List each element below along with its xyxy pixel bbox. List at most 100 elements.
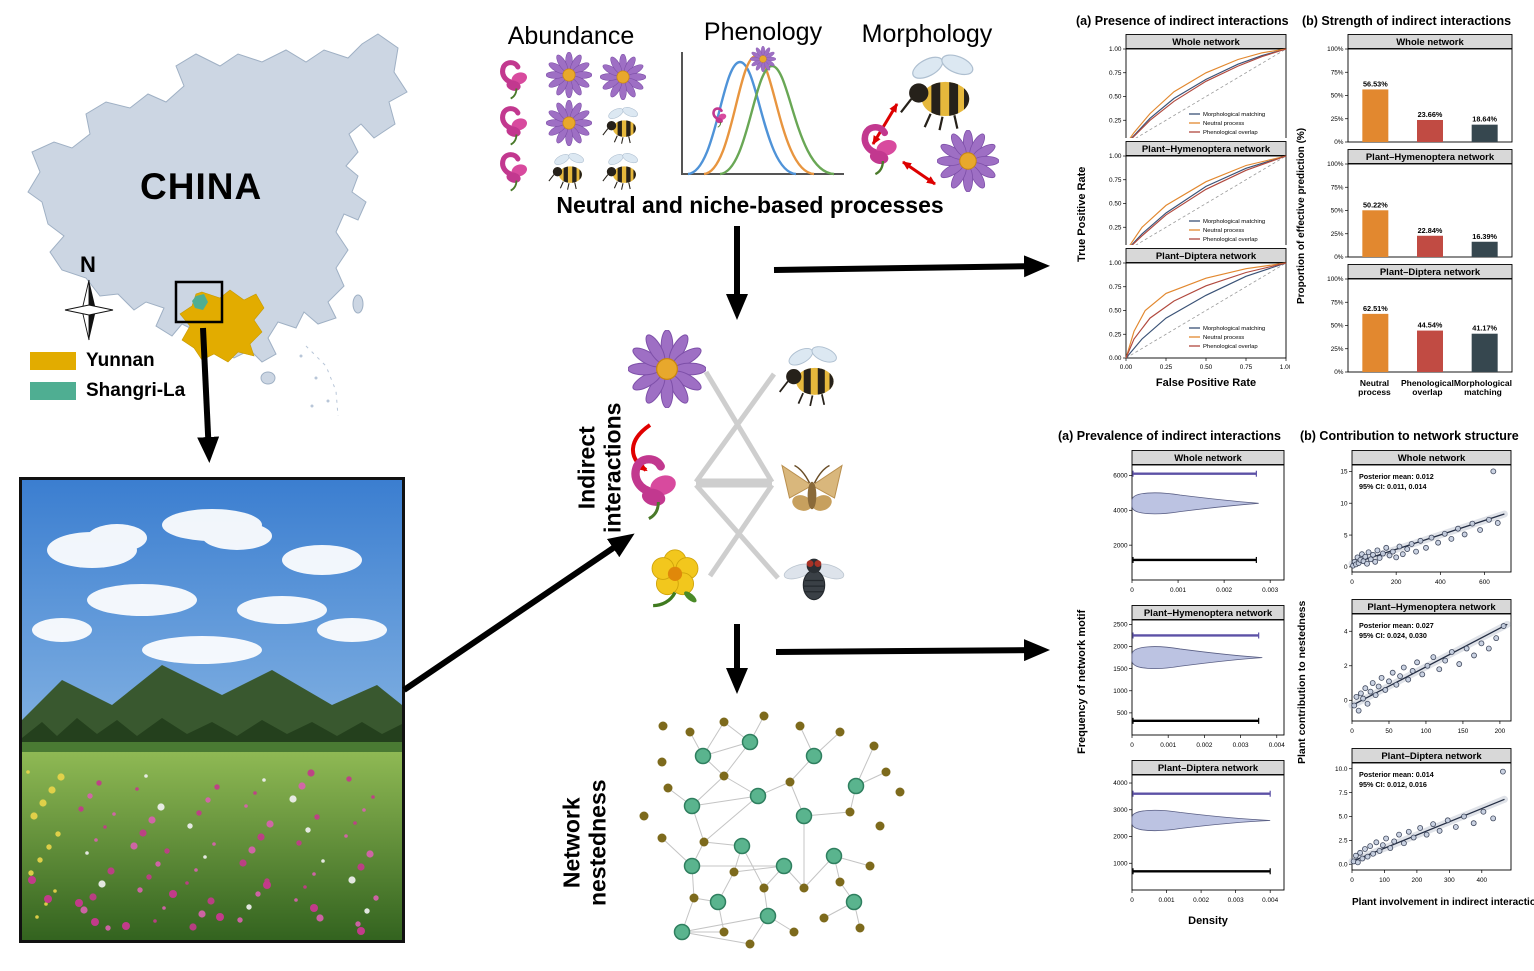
svg-text:50%: 50% [1331,93,1344,100]
svg-text:0.50: 0.50 [1109,201,1122,208]
abundance-header: Abundance [507,22,635,50]
svg-text:Plant–Hymenoptera network: Plant–Hymenoptera network [1366,152,1495,163]
shangrila-label: Shangri-La [86,380,186,401]
moth-icon [781,464,843,515]
svg-text:0.50: 0.50 [1109,94,1122,101]
map-legend: Yunnan Shangri-La [30,350,185,410]
roc-panel-2: Plant–Diptera network0.000.250.500.751.0… [1109,248,1290,371]
svg-text:0.00: 0.00 [1120,364,1133,371]
svg-text:1.00: 1.00 [1109,260,1122,267]
svg-text:15: 15 [1340,469,1348,476]
svg-text:200: 200 [1495,728,1506,735]
prevalence-title: (a) Prevalence of indirect interactions [1058,429,1281,443]
svg-text:0.001: 0.001 [1160,742,1176,749]
svg-text:100%: 100% [1327,276,1344,283]
svg-text:Neutral process: Neutral process [1203,121,1244,127]
roc-panel-1: Plant–Hymenoptera network0.000.250.500.7… [1109,141,1287,245]
nine-dash-line [305,345,339,417]
svg-text:Phenological overlap: Phenological overlap [1203,344,1258,350]
svg-text:0.002: 0.002 [1196,742,1212,749]
roc-x-axis-label: False Positive Rate [1155,377,1257,389]
svg-text:100: 100 [1379,877,1390,884]
compass-north-label: N [80,252,96,277]
strength-title: (b) Strength of indirect interactions [1302,14,1512,28]
bar-panel-2: Plant–Diptera network0%25%50%75%100%62.5… [1327,264,1513,376]
svg-text:3000: 3000 [1113,807,1128,814]
phenology-header: Phenology [703,18,823,46]
svg-text:Posterior mean: 0.012: Posterior mean: 0.012 [1359,472,1434,481]
svg-text:Phenological overlap: Phenological overlap [1203,130,1258,136]
svg-text:0.25: 0.25 [1160,364,1173,371]
buttercup-icon [650,548,700,608]
svg-text:0.003: 0.003 [1262,587,1278,594]
svg-text:4000: 4000 [1113,780,1128,787]
svg-text:1500: 1500 [1113,666,1128,673]
svg-text:100%: 100% [1327,161,1344,168]
svg-text:0.25: 0.25 [1109,331,1122,338]
meadow-photo [19,477,405,943]
pink-flower-icon [503,155,529,191]
svg-text:0.002: 0.002 [1193,897,1209,904]
morphology-illustration [845,44,999,192]
svg-text:1000: 1000 [1113,860,1128,867]
bee-icon [901,51,976,130]
svg-text:22.84%: 22.84% [1418,226,1443,235]
svg-text:50: 50 [1385,728,1393,735]
svg-text:Plant–Hymenoptera network: Plant–Hymenoptera network [1142,144,1271,155]
svg-text:0.75: 0.75 [1109,177,1122,184]
svg-text:400: 400 [1435,579,1446,586]
abundance-illustration [488,52,646,194]
svg-text:Plant–Diptera network: Plant–Diptera network [1156,251,1257,262]
yunnan-label: Yunnan [86,350,155,371]
aster-icon [546,52,592,98]
roc-panel-group: Whole network0.000.250.500.751.00Morphol… [1094,34,1290,389]
clouds [32,509,387,664]
china-outline [27,33,408,363]
svg-text:Neutral process: Neutral process [1203,335,1244,341]
roc-panel-0: Whole network0.000.250.500.751.00Morphol… [1109,34,1287,138]
svg-text:50%: 50% [1331,208,1344,215]
svg-text:5: 5 [1344,532,1348,539]
violin-y-axis-label: Frequency of network motif [1076,609,1088,755]
svg-text:0.75: 0.75 [1109,284,1122,291]
svg-text:18.64%: 18.64% [1472,115,1497,124]
phenology-illustration [681,46,844,176]
svg-text:Phenological overlap: Phenological overlap [1203,237,1258,243]
svg-text:50%: 50% [1331,323,1344,330]
country-label: CHINA [140,166,263,207]
svg-text:0.002: 0.002 [1216,587,1232,594]
svg-text:1000: 1000 [1113,688,1128,695]
yunnan-swatch [30,352,76,370]
bee-icon [549,151,585,189]
pink-flower-icon [503,63,529,99]
svg-text:25%: 25% [1331,346,1344,353]
svg-text:2: 2 [1344,663,1348,670]
svg-text:500: 500 [1117,710,1128,717]
svg-text:25%: 25% [1331,231,1344,238]
svg-text:0.00: 0.00 [1109,355,1122,362]
svg-text:0.003: 0.003 [1233,742,1249,749]
svg-text:2000: 2000 [1113,644,1128,651]
svg-text:0: 0 [1130,897,1134,904]
svg-text:0: 0 [1130,587,1134,594]
bee-icon [780,344,839,406]
bee-icon [603,151,639,189]
aster-icon [937,130,999,192]
svg-text:0%: 0% [1334,254,1344,261]
svg-text:0.75: 0.75 [1240,364,1253,371]
svg-text:Plant–Diptera network: Plant–Diptera network [1381,751,1482,762]
svg-text:0.001: 0.001 [1170,587,1186,594]
presence-title: (a) Presence of indirect interactions [1076,14,1289,28]
aster-icon [628,330,706,408]
svg-text:95% CI: 0.012, 0.016: 95% CI: 0.012, 0.016 [1359,780,1427,789]
aster-icon [600,54,646,100]
svg-text:16.39%: 16.39% [1472,232,1497,241]
